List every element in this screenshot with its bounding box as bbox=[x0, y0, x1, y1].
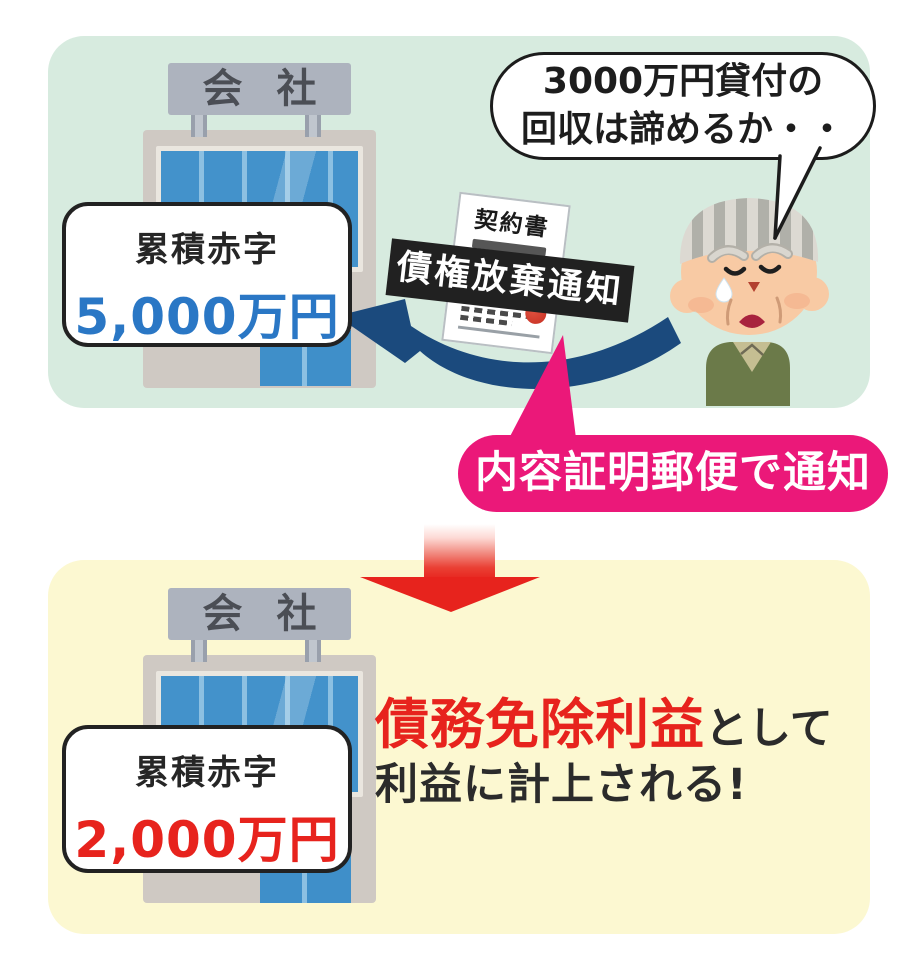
company-sign: 会社 bbox=[168, 588, 351, 640]
speech-line2: 回収は諦めるか・・ bbox=[520, 109, 845, 150]
document-text-line bbox=[459, 314, 513, 327]
sign-leg bbox=[305, 113, 321, 137]
result-highlight: 債務免除利益 bbox=[375, 693, 705, 756]
deficit-box-after: 累積赤字 2,000万円 bbox=[62, 725, 352, 873]
deficit-label: 累積赤字 bbox=[135, 230, 279, 270]
deficit-value: 2,000万円 bbox=[74, 811, 340, 869]
document-signature-line bbox=[457, 325, 540, 339]
company-sign: 会社 bbox=[168, 63, 351, 115]
sign-leg bbox=[191, 638, 207, 662]
result-line2: 利益に計上される! bbox=[375, 760, 748, 810]
deficit-value: 5,000万円 bbox=[74, 288, 340, 346]
speech-line1: 3000万円貸付の bbox=[542, 60, 824, 102]
deficit-label: 累積赤字 bbox=[135, 753, 279, 793]
document-title: 契約書 bbox=[473, 206, 551, 242]
result-line1: 債務免除利益として bbox=[375, 698, 885, 752]
certified-mail-callout: 内容証明郵便で通知 bbox=[458, 435, 888, 512]
result-suffix: として bbox=[705, 704, 833, 754]
speech-bubble: 3000万円貸付の 回収は諦めるか・・ bbox=[490, 52, 876, 160]
sign-leg bbox=[305, 638, 321, 662]
deficit-box-before: 累積赤字 5,000万円 bbox=[62, 202, 352, 347]
sign-leg bbox=[191, 113, 207, 137]
result-text: 債務免除利益として 利益に計上される! bbox=[375, 698, 885, 807]
